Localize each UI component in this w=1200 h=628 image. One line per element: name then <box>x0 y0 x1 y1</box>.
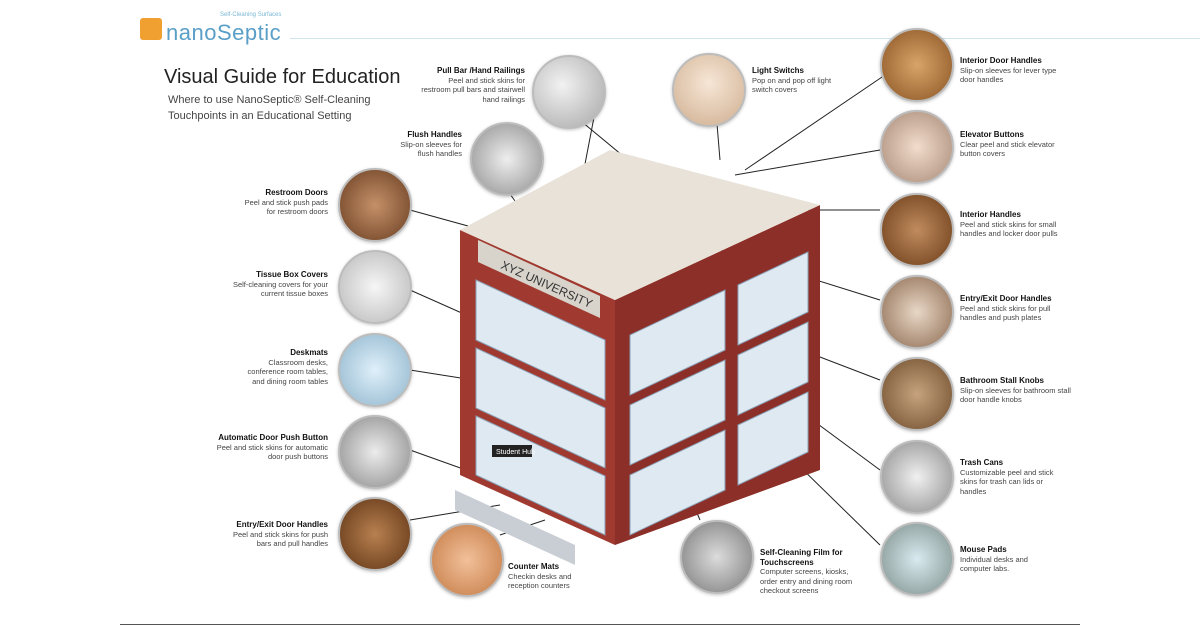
callout-title: Entry/Exit Door Handles <box>236 520 328 529</box>
page-title: Visual Guide for Education <box>164 66 401 88</box>
callout-title: Interior Door Handles <box>960 56 1042 65</box>
header-divider <box>290 38 1200 39</box>
callout-title: Bathroom Stall Knobs <box>960 376 1045 385</box>
callout-desc: Individual desks and computer labs. <box>960 554 1028 574</box>
entry-exit-right-photo <box>880 275 954 349</box>
callout-title: Trash Cans <box>960 458 1004 467</box>
entrance-plaza <box>455 490 575 565</box>
counter-mat-photo <box>430 523 504 597</box>
callout-title: Flush Handles <box>407 130 462 139</box>
mouse-pad-photo <box>880 522 954 596</box>
callout-title: Automatic Door Push Button <box>218 433 328 442</box>
callout-desc: Self-cleaning covers for your current ti… <box>232 279 328 299</box>
logo-wordmark: nanoSeptic <box>166 20 282 45</box>
bathroom-stall-photo <box>880 357 954 431</box>
callout-desc: Checkin desks and reception counters <box>508 571 572 591</box>
callout-title: Tissue Box Covers <box>256 270 328 279</box>
callout-desc: Slip-on sleeves for bathroom stall door … <box>960 385 1071 405</box>
restroom-door-photo <box>338 168 412 242</box>
logo-mark-icon <box>140 18 162 40</box>
flush-handle-photo <box>470 122 544 196</box>
callout-title: Self-Cleaning Film for Touchscreens <box>760 548 843 567</box>
pull-bar-photo <box>532 55 606 129</box>
callout-desc: Clear peel and stick elevator button cov… <box>960 139 1055 159</box>
callout-title: Deskmats <box>290 348 328 357</box>
callout-desc: Computer screens, kiosks, order entry an… <box>760 567 853 595</box>
trash-can-photo <box>880 440 954 514</box>
callout-title: Interior Handles <box>960 210 1021 219</box>
auto-door-button-photo <box>338 415 412 489</box>
callout-desc: Peel and stick skins for automatic door … <box>216 442 328 462</box>
light-switch-photo <box>672 53 746 127</box>
callout-desc: Classroom desks, conference room tables,… <box>247 357 328 386</box>
callout-desc: Peel and stick skins for restroom pull b… <box>421 75 525 104</box>
callout-title: Pull Bar /Hand Railings <box>436 66 525 75</box>
callout-desc: Slip-on sleeves for flush handles <box>400 139 462 159</box>
sign-band <box>478 240 600 318</box>
door-sign-plate <box>492 445 532 457</box>
interior-door-handle-photo <box>880 28 954 102</box>
side-windows <box>629 251 809 536</box>
footer-divider <box>120 624 1080 625</box>
callout-desc: Slip-on sleeves for lever type door hand… <box>960 65 1057 85</box>
callout-desc: Peel and stick push pads for restroom do… <box>244 197 328 217</box>
logo-tagline: Self-Cleaning Surfaces <box>220 12 282 18</box>
elevator-button-photo <box>880 110 954 184</box>
callout-title: Elevator Buttons <box>960 130 1025 139</box>
callout-title: Counter Mats <box>508 562 560 571</box>
callout-title: Restroom Doors <box>265 188 328 197</box>
callout-desc: Pop on and pop off light switch covers <box>752 75 832 95</box>
callout-desc: Peel and stick skins for small handles a… <box>960 219 1058 239</box>
callout-desc: Customizable peel and stick skins for tr… <box>960 467 1054 496</box>
callout-title: Light Switchs <box>752 66 804 75</box>
building-roof <box>460 150 820 300</box>
tissue-box-photo <box>338 250 412 324</box>
entry-exit-left-photo <box>338 497 412 571</box>
door-sign: Student Hub <box>496 449 535 456</box>
callout-desc: Peel and stick skins for pull handles an… <box>960 303 1051 323</box>
callout-title: Entry/Exit Door Handles <box>960 294 1052 303</box>
interior-handle-photo <box>880 193 954 267</box>
callout-title: Mouse Pads <box>960 545 1007 554</box>
nanoseptic-logo: Self-Cleaning Surfaces nanoSeptic <box>140 12 340 54</box>
callout-desc: Peel and stick skins for push bars and p… <box>232 529 328 549</box>
touchscreen-photo <box>680 520 754 594</box>
deskmat-photo <box>338 333 412 407</box>
page-subtitle: Where to use NanoSeptic® Self-Cleaning T… <box>168 94 371 122</box>
